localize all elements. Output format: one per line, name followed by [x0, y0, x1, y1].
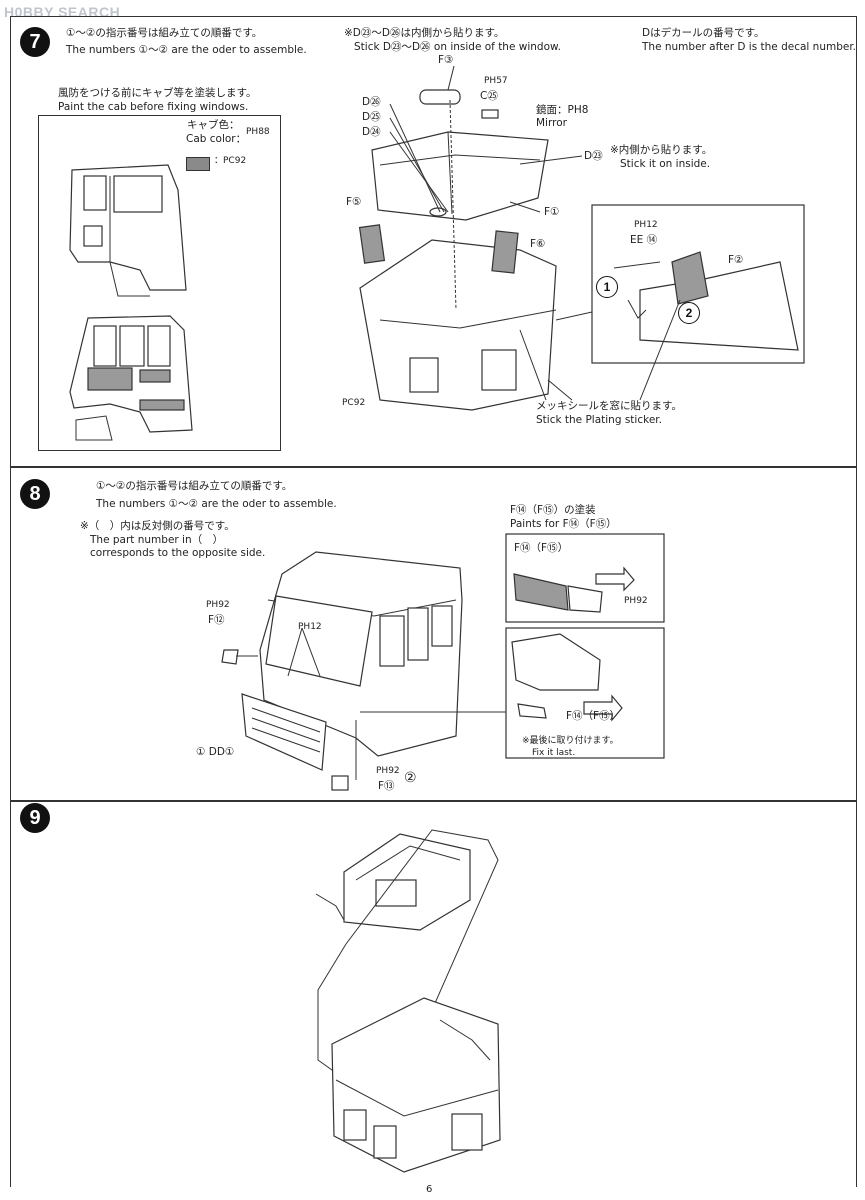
cab-color-jp: キャブ色：	[187, 119, 240, 131]
label-f13: F⑬	[378, 780, 395, 792]
label-d26: D㉖	[362, 96, 381, 108]
inset-marker-1: 1	[596, 276, 618, 298]
step-7-order-jp: ①～②の指示番号は組み立ての順番です。	[66, 27, 263, 39]
cab-interior-part	[331, 997, 501, 1173]
inset-marker-2: 2	[678, 302, 700, 324]
label-f2: F②	[728, 254, 744, 266]
step-7-inside-jp: ※D㉓～D㉖は内側から貼ります。	[344, 27, 505, 39]
label-plating-jp: メッキシールを窓に貼ります。	[536, 400, 682, 412]
label-ph92-a: PH92	[206, 600, 230, 610]
label-f1: F①	[544, 206, 560, 218]
seat-frame-part	[315, 833, 471, 931]
cab-side-view-front	[69, 164, 187, 297]
label-f5: F⑤	[346, 196, 362, 208]
f14-fix-inset	[505, 627, 665, 759]
step-7-decal-en: The number after D is the decal number.	[642, 41, 857, 53]
label-d24: D㉔	[362, 126, 381, 138]
f14-paint-inset	[505, 533, 665, 623]
label-plating-en: Stick the Plating sticker.	[536, 414, 662, 426]
cab-body-part	[359, 239, 557, 411]
step-8-order-en: The numbers ①～② are the oder to assemble…	[96, 498, 337, 510]
step-7-frame	[10, 16, 857, 468]
step-9-frame	[10, 800, 857, 1187]
paint-title-jp: F⑭（F⑮）の塗装	[510, 504, 596, 516]
label-f12: F⑫	[208, 614, 225, 626]
window-glazing-part	[371, 131, 549, 221]
label-ph12-8: PH12	[298, 622, 322, 632]
swatch-code: ：PC92	[214, 156, 247, 166]
label-inside-jp: ※内側から貼ります。	[610, 144, 713, 156]
cab-assembly-front	[259, 551, 463, 757]
label-d25: D㉕	[362, 111, 381, 123]
label-mirror-jp: 鏡面：PH8	[536, 104, 589, 116]
label-f14-a: F⑭（F⑮）	[514, 542, 569, 554]
label-mirror-en: Mirror	[536, 117, 567, 129]
label-c25: C㉕	[480, 90, 498, 102]
step-8-note-en2: corresponds to the opposite side.	[90, 547, 266, 559]
label-ph92-b: PH92	[376, 766, 400, 776]
label-d23: D㉓	[584, 150, 603, 162]
label-pc92: PC92	[342, 398, 366, 408]
step-9-number: 9	[20, 803, 50, 833]
page-number: 6	[426, 1184, 433, 1195]
step-7-paint-jp: 風防をつける前にキャブ等を塗装します。	[58, 87, 257, 99]
step-7-inside-en: Stick D㉓～D㉖ on inside of the window.	[354, 41, 561, 53]
step-8-note-en1: The part number in（ ）	[90, 534, 224, 546]
label-ph92-c: PH92	[624, 596, 648, 606]
label-dd1: ① DD①	[196, 746, 235, 758]
step-8-number: 8	[20, 479, 50, 509]
step-7-number: 7	[20, 27, 50, 57]
label-f3: F③	[438, 54, 454, 66]
side-window-left	[358, 224, 386, 264]
cab-color-code: PH88	[246, 127, 270, 137]
step-f13-part	[331, 775, 349, 791]
label-fix-jp: ※最後に取り付けます。	[522, 736, 619, 746]
step-8-note-jp: ※（ ）内は反対側の番号です。	[80, 520, 235, 532]
label-f6: F⑥	[530, 238, 546, 250]
label-ph57: PH57	[484, 76, 508, 86]
side-window-right	[491, 230, 519, 274]
label-ph12: PH12	[634, 220, 658, 230]
cab-side-view-rear	[69, 315, 193, 441]
step-8-frame	[10, 466, 857, 802]
mirror-stay-part	[221, 649, 239, 665]
label-fix-en: Fix it last.	[532, 748, 576, 758]
step-8-order-jp: ①～②の指示番号は組み立ての順番です。	[96, 480, 293, 492]
label-inside-en: Stick it on inside.	[620, 158, 711, 170]
step-7-decal-jp: Dはデカールの番号です。	[642, 27, 765, 39]
step-7-detail-inset	[591, 204, 805, 364]
paint-title-en: Paints for F⑭（F⑮）	[510, 518, 617, 530]
cab-color-en: Cab color：	[186, 133, 247, 145]
cab-color-swatch	[186, 153, 210, 172]
label-ee14: EE ⑭	[630, 234, 658, 246]
front-grille-part	[241, 693, 327, 771]
label-f14-b: F⑭（F⑮）	[566, 710, 621, 722]
label-marker-2: ②	[404, 770, 417, 786]
step-7-order-en: The numbers ①～② are the oder to assemble…	[66, 44, 307, 56]
step-7-paint-en: Paint the cab before fixing windows.	[58, 101, 249, 113]
